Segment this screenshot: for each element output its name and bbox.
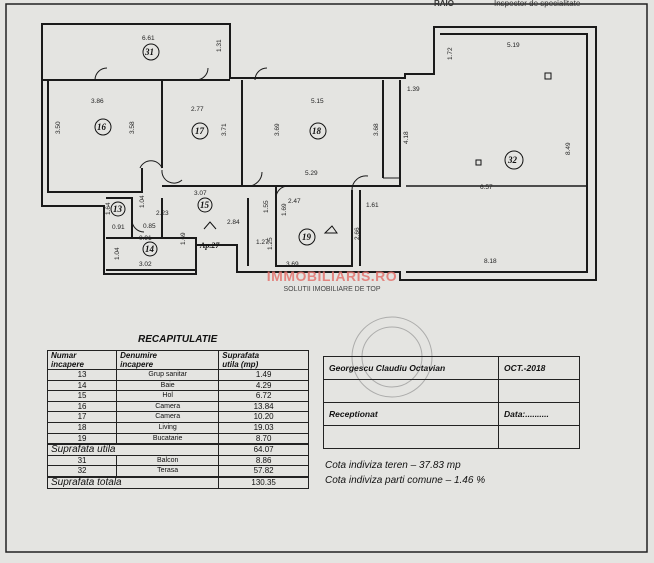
svg-text:2.77: 2.77 — [191, 106, 204, 113]
signature-table: Georgescu Claudiu Octavian OCT.-2018 Rec… — [323, 356, 580, 449]
svg-text:3.86: 3.86 — [91, 98, 104, 105]
date-label: Data:.......... — [498, 402, 580, 426]
svg-text:1.04: 1.04 — [139, 195, 146, 208]
common-share-text: Cota indiviza parti comune – 1.46 % — [325, 475, 486, 486]
svg-text:8.49: 8.49 — [565, 142, 572, 155]
svg-text:2.23: 2.23 — [156, 210, 169, 217]
svg-text:0.91: 0.91 — [139, 235, 152, 242]
svg-text:3.69: 3.69 — [274, 123, 281, 136]
svg-text:1.72: 1.72 — [447, 47, 454, 60]
svg-text:2.47: 2.47 — [288, 198, 301, 205]
stamp-text-left: RAIO — [434, 0, 454, 8]
svg-text:3.58: 3.58 — [129, 121, 136, 134]
receptionist-label: Receptionat — [323, 402, 499, 426]
watermark: IMMOBILIARIS.RO SOLUTII IMOBILIARE DE TO… — [262, 268, 402, 293]
svg-text:3.68: 3.68 — [373, 123, 380, 136]
svg-text:18: 18 — [312, 126, 322, 136]
svg-text:8.18: 8.18 — [484, 258, 497, 265]
svg-text:3.02: 3.02 — [139, 261, 152, 268]
svg-text:3.71: 3.71 — [221, 123, 228, 136]
svg-text:1.27: 1.27 — [256, 239, 269, 246]
signature-row-blank — [323, 425, 580, 449]
watermark-tagline: SOLUTII IMOBILIARE DE TOP — [283, 286, 381, 293]
svg-text:1.55: 1.55 — [263, 200, 270, 213]
svg-text:15: 15 — [200, 200, 210, 210]
svg-text:31: 31 — [144, 47, 154, 57]
header-stamp: RAIO Inspector de specialitate — [432, 0, 582, 14]
watermark-brand: IMMOBILIARIS.RO — [266, 268, 398, 284]
svg-text:2.66: 2.66 — [354, 227, 361, 240]
svg-text:1.64: 1.64 — [105, 202, 112, 215]
svg-text:32: 32 — [507, 155, 518, 165]
svg-text:1.39: 1.39 — [407, 86, 420, 93]
svg-text:1.31: 1.31 — [216, 39, 223, 52]
signature-row-author: Georgescu Claudiu Octavian OCT.-2018 — [323, 356, 580, 380]
svg-text:0.85: 0.85 — [143, 223, 156, 230]
svg-text:19: 19 — [302, 232, 312, 242]
svg-text:1.69: 1.69 — [281, 203, 288, 216]
svg-text:16: 16 — [97, 122, 107, 132]
author-name: Georgescu Claudiu Octavian — [323, 356, 499, 380]
svg-text:17: 17 — [195, 126, 205, 136]
svg-text:2.84: 2.84 — [227, 219, 240, 226]
signature-row-receptionist: Receptionat Data:.......... — [323, 402, 580, 426]
svg-text:Ap.27: Ap.27 — [199, 241, 220, 250]
svg-text:6.61: 6.61 — [142, 35, 155, 42]
svg-text:13: 13 — [113, 204, 123, 214]
svg-text:5.15: 5.15 — [311, 98, 324, 105]
svg-text:3.69: 3.69 — [286, 261, 299, 268]
signature-row-blank — [323, 379, 580, 403]
svg-text:1.61: 1.61 — [366, 202, 379, 209]
stamp-text-right: Inspector de specialitate — [494, 0, 581, 8]
land-share-text: Cota indiviza teren – 37.83 mp — [325, 460, 461, 471]
svg-text:3.50: 3.50 — [55, 121, 62, 134]
author-date: OCT.-2018 — [498, 356, 580, 380]
svg-text:1.25: 1.25 — [267, 237, 274, 250]
svg-text:0.91: 0.91 — [112, 224, 125, 231]
svg-text:1.69: 1.69 — [180, 232, 187, 245]
svg-text:5.29: 5.29 — [305, 170, 318, 177]
svg-text:3.07: 3.07 — [194, 190, 207, 197]
recap-title: RECAPITULATIE — [138, 334, 218, 345]
svg-text:5.19: 5.19 — [507, 42, 520, 49]
svg-text:1.04: 1.04 — [114, 247, 121, 260]
svg-text:6.57: 6.57 — [480, 184, 493, 191]
svg-text:14: 14 — [145, 244, 155, 254]
svg-text:4.18: 4.18 — [403, 131, 410, 144]
